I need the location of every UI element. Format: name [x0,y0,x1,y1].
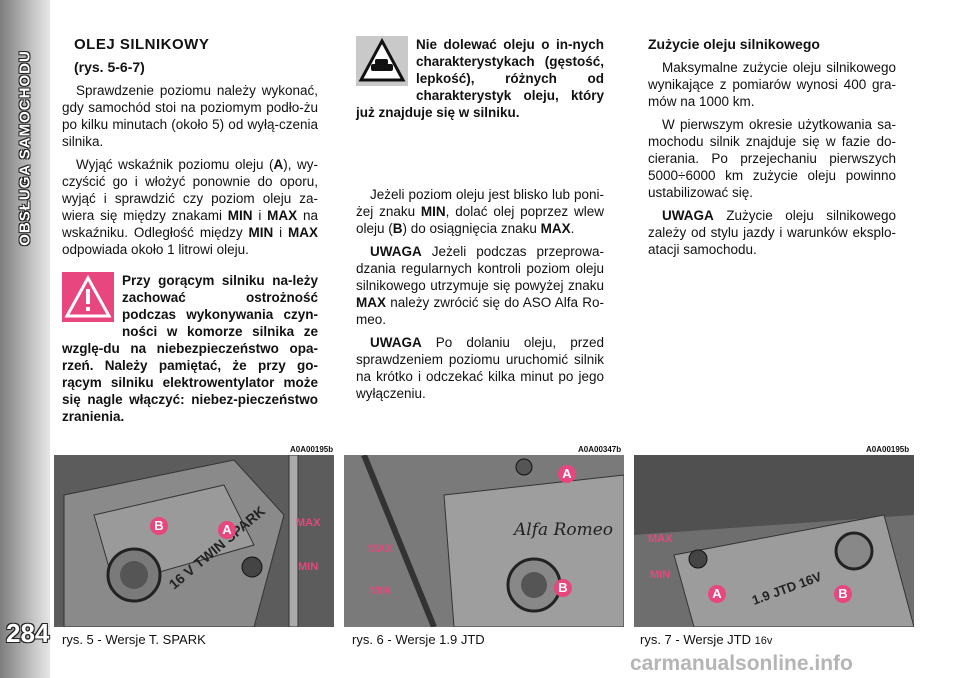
paragraph: Maksymalne zużycie oleju silnikowego wyn… [648,60,896,109]
figure-code: A0A00347b [578,445,622,454]
page-number: 284 [6,618,50,648]
figure-engine-jtd16v: 1.9 JTD 16V MAX MIN A B [634,455,914,627]
max-mark: MAX [296,517,321,529]
figure-caption: rys. 6 - Wersje 1.9 JTD [352,632,485,647]
note: UWAGA Jeżeli podczas przeprowa-dzania re… [356,244,604,327]
figure-engine-19jtd: Alfa Romeo A B MAX MIN [344,455,624,627]
engine-illustration: Alfa Romeo [344,455,624,627]
sidebar: OBSŁUGA SAMOCHODU 284 [0,0,50,678]
paragraph: Sprawdzenie poziomu należy wykonać, gdy … [62,83,318,149]
hot-engine-warning: Przy gorącym silniku na-leży zachować os… [62,272,318,424]
column-2: Jeżeli poziom oleju jest blisko lub poni… [356,186,604,408]
section-heading: OLEJ SILNIKOWY [74,36,210,53]
callout-a: A [708,585,726,603]
min-mark: MIN [650,569,671,581]
figure-caption: rys. 5 - Wersje T. SPARK [62,632,206,647]
warning-triangle-icon [62,272,114,326]
callout-b: B [554,579,572,597]
engine-illustration: 1.9 JTD 16V [634,455,914,627]
paragraph: Wyjąć wskaźnik poziomu oleju (A), wy-czy… [62,157,318,257]
paragraph: Jeżeli poziom oleju jest blisko lub poni… [356,187,604,236]
section-title: OBSŁUGA SAMOCHODU [16,50,34,246]
figure-caption: rys. 7 - Wersje JTD 16v [640,632,773,647]
figure-engine-tspark: 16 V TWIN SPARK B A MAX MIN [54,455,334,627]
min-mark: MIN [370,585,391,597]
environment-icon [356,36,408,90]
column-1: OLEJ SILNIKOWY (rys. 5-6-7) Sprawdzenie … [62,36,318,264]
callout-a: A [558,465,576,483]
column-3: Zużycie oleju silnikowego Maksymalne zuż… [648,36,896,264]
note: UWAGA Zużycie oleju silnikowego zależy o… [648,208,896,257]
callout-a: A [218,521,236,539]
oil-type-warning: Nie dolewać oleju o in-nych charakteryst… [356,36,604,120]
brand-label: Alfa Romeo [512,520,613,540]
figure-code: A0A00195b [290,445,334,454]
engine-illustration: 16 V TWIN SPARK [54,455,334,627]
note: UWAGA Po dolaniu oleju, przed sprawdzeni… [356,335,604,401]
max-mark: MAX [368,543,393,555]
min-mark: MIN [298,561,319,573]
callout-b: B [150,517,168,535]
callout-b: B [834,585,852,603]
paragraph: W pierwszym okresie użytkowania sa-mocho… [648,117,896,200]
figure-code: A0A00195b [866,445,910,454]
section-subheading: (rys. 5-6-7) [74,59,145,75]
section-heading: Zużycie oleju silnikowego [648,36,820,52]
watermark: carmanualsonline.info [630,652,853,675]
max-mark: MAX [648,533,673,545]
